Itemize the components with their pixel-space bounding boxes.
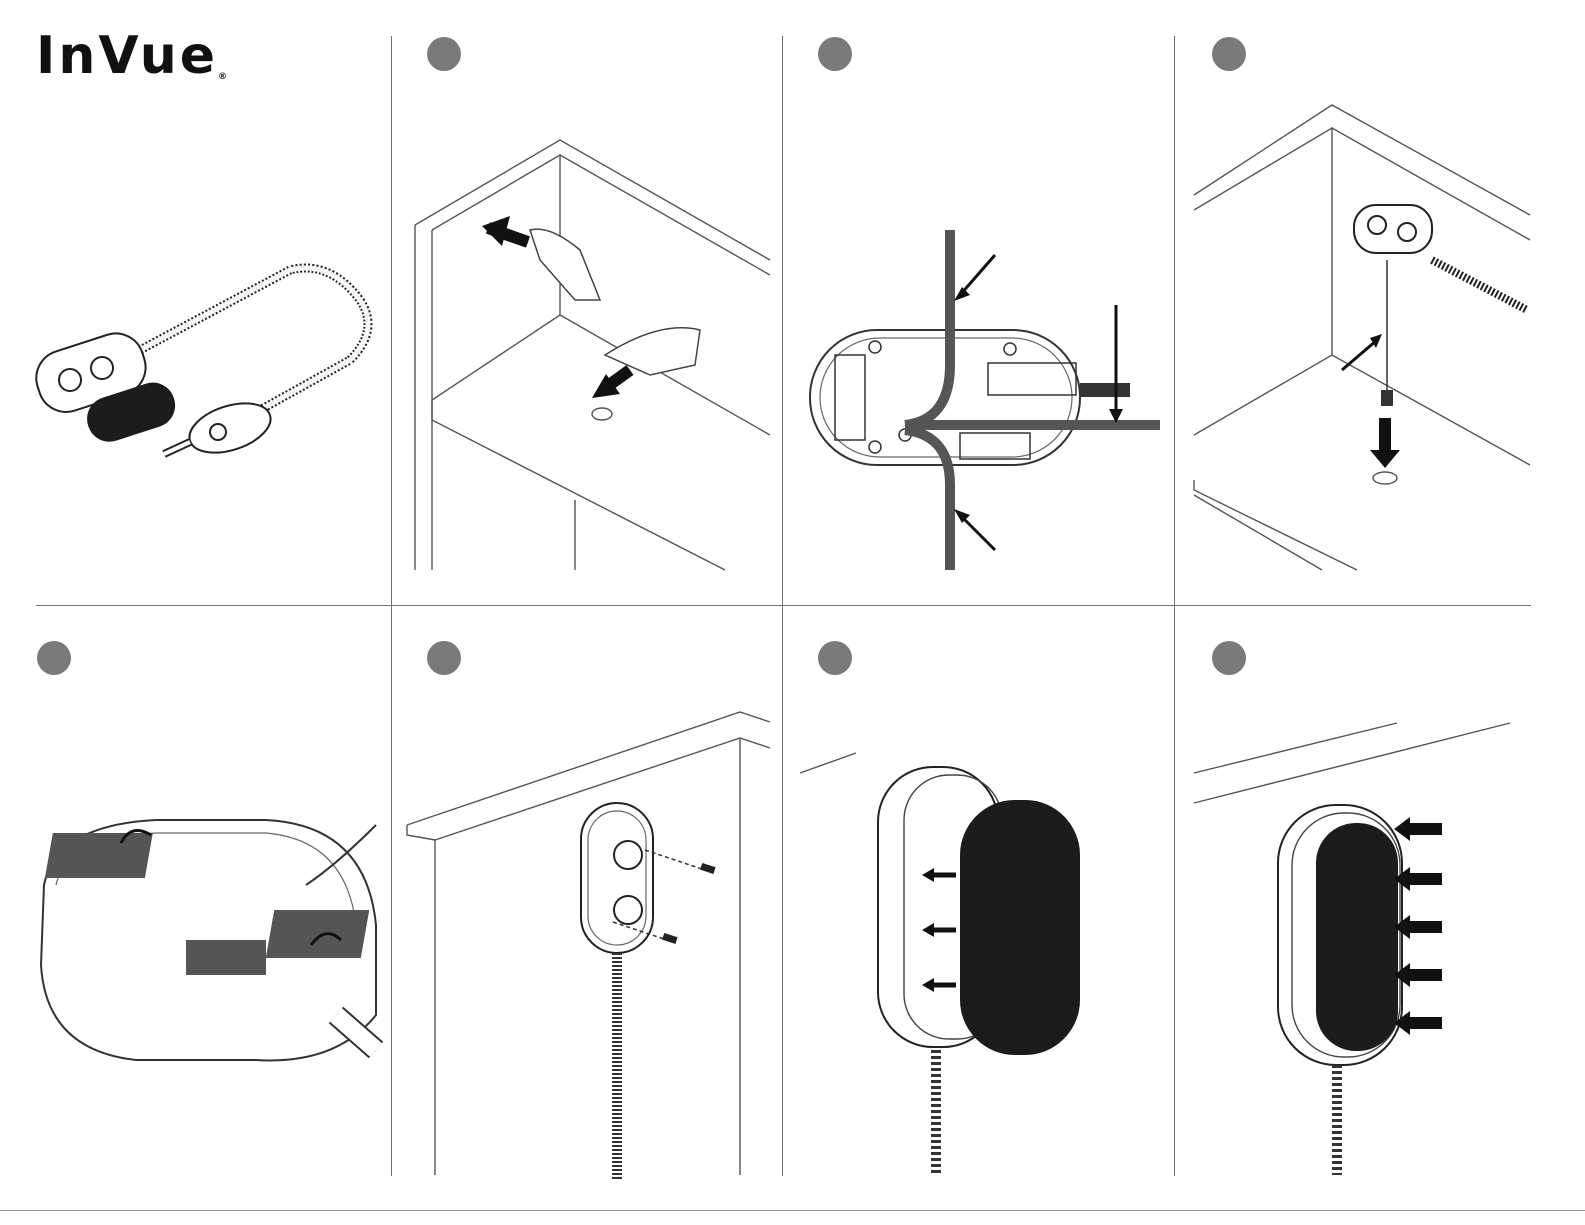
pointer-arrow-icon bbox=[960, 255, 995, 295]
pointer-arrow-icon bbox=[960, 515, 995, 550]
step-1-marker bbox=[427, 37, 461, 71]
pointer-arrow-icon bbox=[1342, 340, 1377, 370]
step-3-marker bbox=[1212, 37, 1246, 71]
registered-mark: ® bbox=[218, 72, 227, 82]
step-1-illustration bbox=[410, 130, 775, 575]
sensor-puck-icon bbox=[164, 394, 277, 462]
divider-v2 bbox=[782, 36, 783, 1176]
step-6-illustration bbox=[798, 745, 1168, 1180]
step-2-marker bbox=[818, 37, 852, 71]
step-5-marker bbox=[427, 641, 461, 675]
step-4-illustration bbox=[36, 815, 386, 1080]
step-6-marker bbox=[818, 641, 852, 675]
step-5-illustration bbox=[405, 710, 775, 1180]
step-4-marker bbox=[37, 641, 71, 675]
divider-v3 bbox=[1174, 36, 1175, 1176]
step-2-illustration bbox=[800, 225, 1165, 575]
step-7-illustration bbox=[1192, 715, 1532, 1180]
screw-icon bbox=[662, 933, 677, 944]
brand-logo: InVue® bbox=[36, 30, 227, 82]
brand-logo-text: InVue bbox=[36, 26, 218, 86]
screw-icon bbox=[700, 863, 715, 874]
divider-v1 bbox=[391, 36, 392, 1176]
base-unit-icon bbox=[1354, 205, 1432, 253]
footer-rule bbox=[0, 1210, 1585, 1211]
product-overview-illustration bbox=[30, 250, 385, 480]
step-3-illustration bbox=[1192, 100, 1532, 575]
divider-h bbox=[36, 605, 1531, 606]
adhesive-pad-icon bbox=[1316, 823, 1398, 1051]
adhesive-pad-icon bbox=[960, 800, 1080, 1055]
step-7-marker bbox=[1212, 641, 1246, 675]
